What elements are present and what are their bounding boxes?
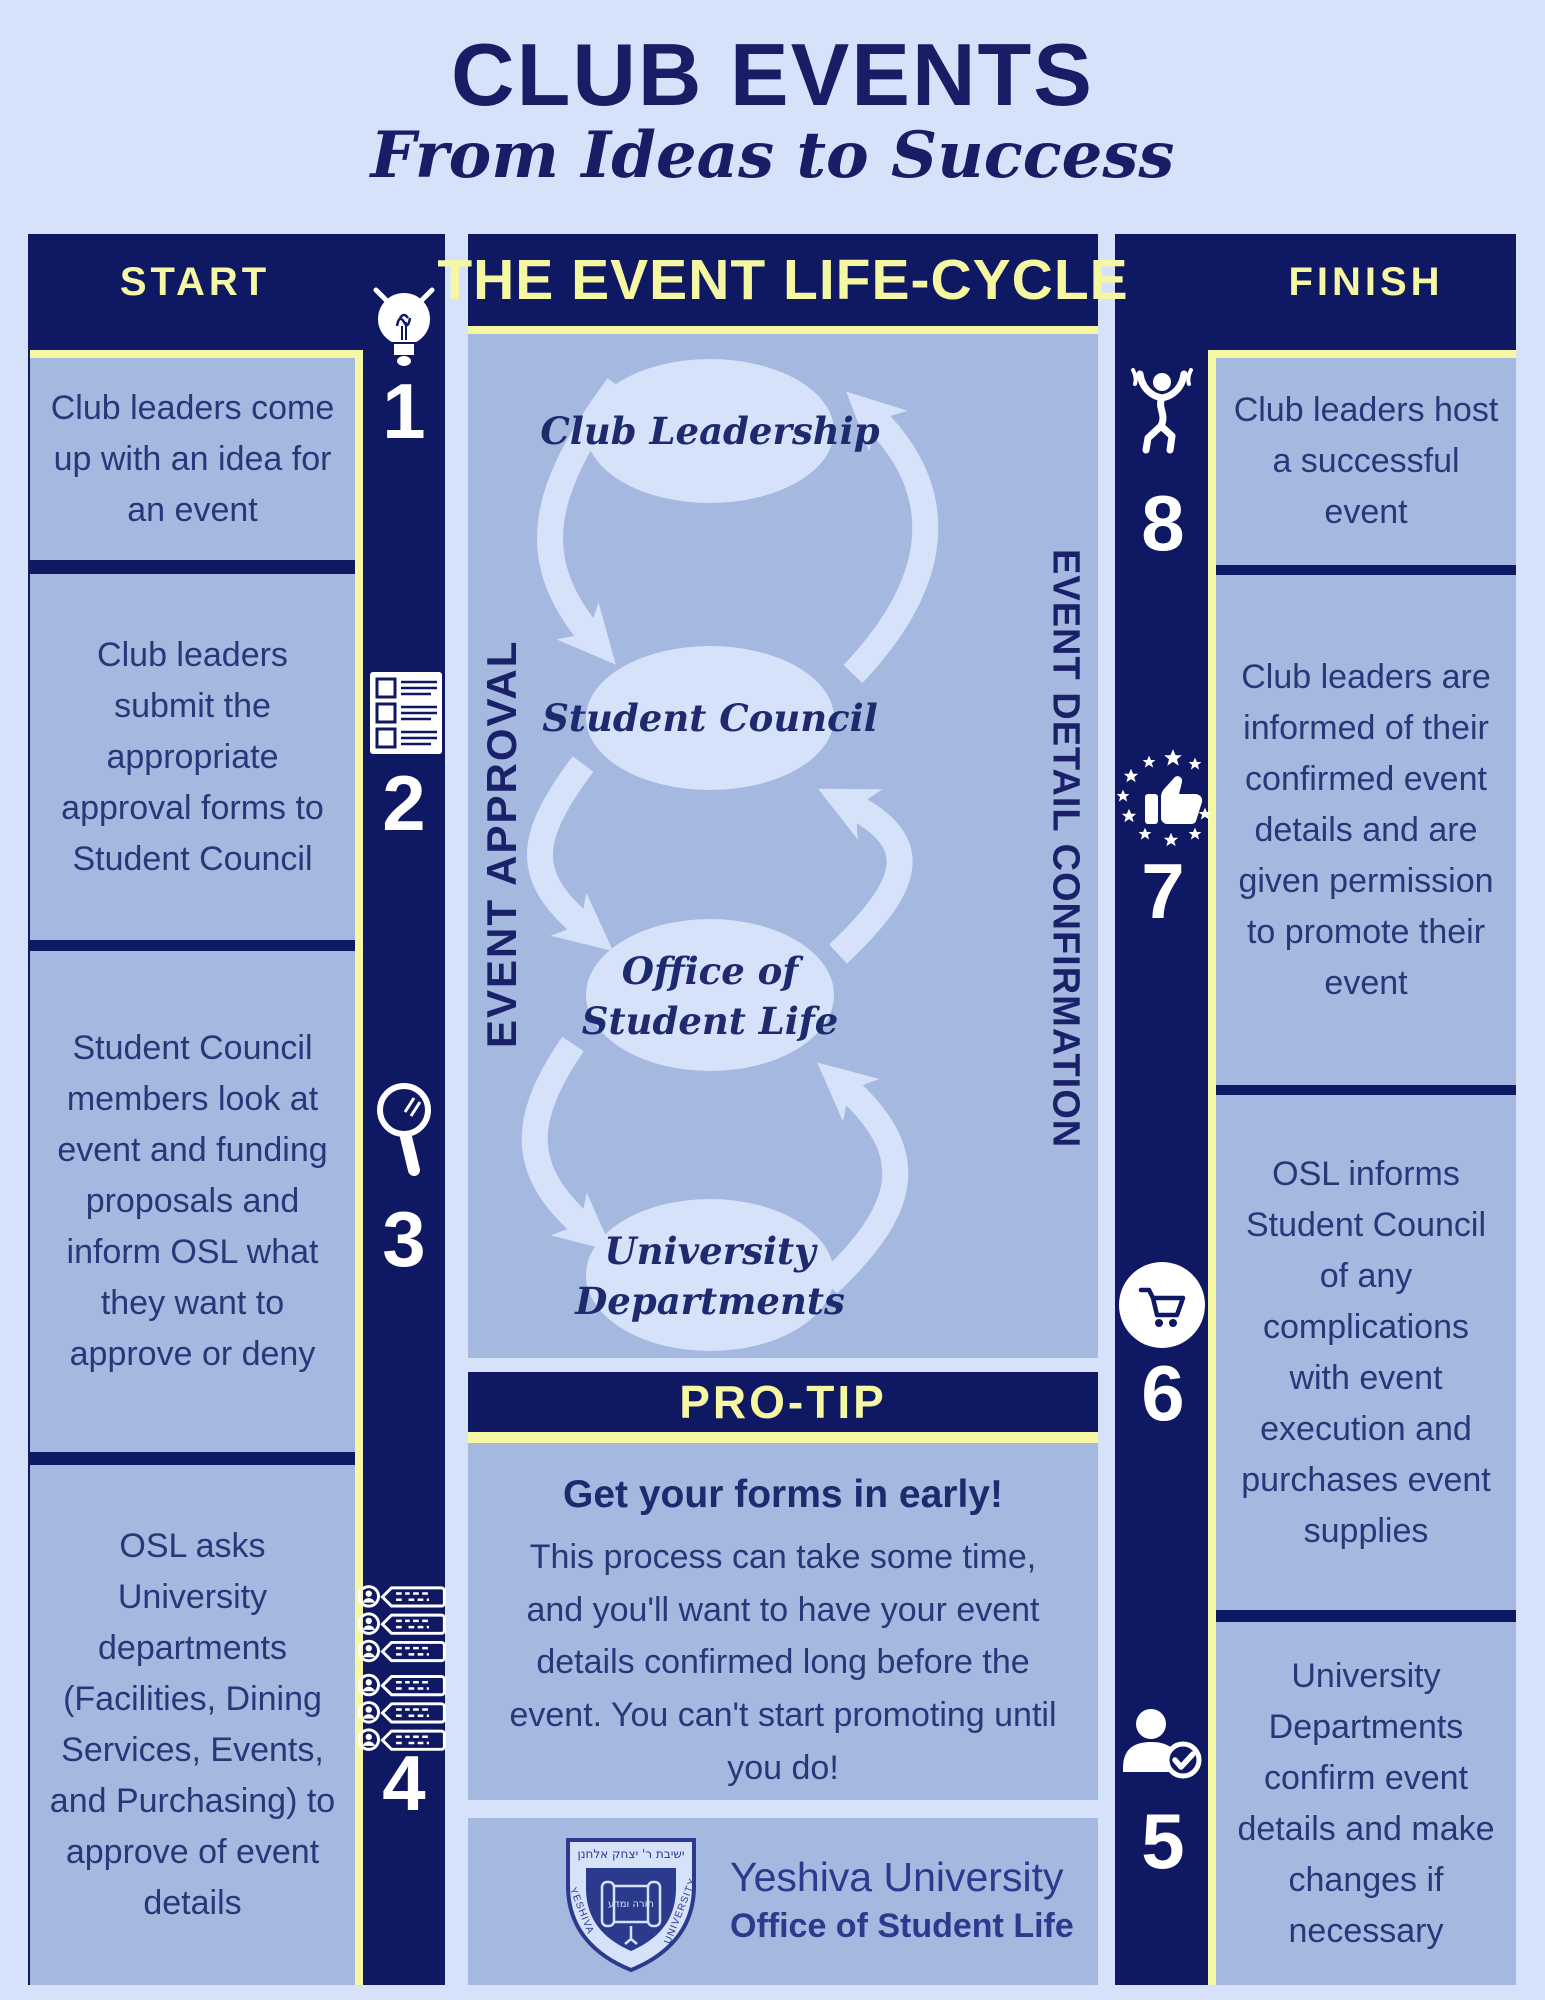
step-3-box: Student Council members look at event an… bbox=[30, 951, 355, 1452]
protip-box: Get your forms in early! This process ca… bbox=[468, 1443, 1098, 1800]
event-approval-label: EVENT APPROVAL bbox=[478, 639, 525, 1049]
step-2-number: 2 bbox=[382, 759, 426, 847]
protip-header-bar: PRO-TIP bbox=[468, 1372, 1098, 1432]
thumbs-up-stars-icon bbox=[1116, 749, 1211, 847]
node-osl-label-line1: Office of bbox=[622, 949, 805, 993]
node-departments-label-line1: University bbox=[604, 1229, 818, 1273]
person-check-icon bbox=[1123, 1709, 1202, 1779]
step-5-box: University Departments confirm event det… bbox=[1216, 1622, 1516, 1985]
finish-header: FINISH bbox=[1288, 260, 1444, 304]
node-student-council-label: Student Council bbox=[542, 696, 878, 740]
finish-steps-column: Club leaders host a successful event Clu… bbox=[1216, 350, 1516, 1985]
people-discussion-icon bbox=[358, 1585, 446, 1751]
lifecycle-diagram: Club Leadership Student Council Office o… bbox=[468, 334, 1098, 1358]
lightbulb-icon bbox=[373, 287, 435, 366]
node-osl-label-line2: Student Life bbox=[582, 999, 839, 1043]
magnifier-icon bbox=[377, 1083, 431, 1176]
node-university-departments bbox=[586, 1199, 834, 1351]
finish-panel: FINISH Club leaders host a successful ev… bbox=[1115, 234, 1516, 1985]
step-4-number: 4 bbox=[382, 1739, 426, 1827]
step-8-box: Club leaders host a successful event bbox=[1216, 358, 1516, 565]
node-club-leadership bbox=[586, 359, 834, 503]
page-subtitle: From Ideas to Success bbox=[370, 118, 1175, 193]
step-4-box: OSL asks University departments (Facilit… bbox=[30, 1465, 355, 1985]
arrow-departments-to-osl bbox=[817, 1062, 909, 1294]
step-7-number: 7 bbox=[1141, 847, 1185, 935]
node-student-council bbox=[586, 646, 834, 790]
arrow-council-to-club-up bbox=[843, 391, 939, 683]
node-club-leadership-label: Club Leadership bbox=[540, 409, 879, 453]
lifecycle-flow-svg: Club Leadership Student Council Office o… bbox=[521, 359, 939, 1351]
lifecycle-header-underline bbox=[468, 326, 1098, 335]
node-office-of-student-life bbox=[586, 919, 834, 1071]
step-7-box: Club leaders are informed of their confi… bbox=[1216, 575, 1516, 1085]
finish-yellow-divider bbox=[1208, 350, 1216, 1985]
step-6-number: 6 bbox=[1141, 1349, 1185, 1437]
footer-dept-name: Office of Student Life bbox=[730, 1907, 1074, 1945]
start-header: START bbox=[119, 260, 271, 304]
arrow-osl-to-council-up bbox=[818, 788, 913, 964]
shield-scroll-text: תורה ומדע bbox=[608, 1899, 654, 1910]
shopping-cart-icon bbox=[1119, 1262, 1205, 1348]
footer-logo-strip: ישיבת ר' יצחק אלחנן YESHIVA UNIVERSITY ת… bbox=[468, 1818, 1098, 1985]
event-detail-confirmation-label: EVENT DETAIL CONFIRMATION bbox=[1044, 549, 1087, 1149]
step-8-number: 8 bbox=[1141, 479, 1185, 567]
step-5-number: 5 bbox=[1141, 1797, 1185, 1885]
step-2-box: Club leaders submit the appropriate appr… bbox=[30, 574, 355, 940]
start-steps-column: Club leaders come up with an idea for an… bbox=[30, 350, 355, 1985]
protip-body: This process can take some time, and you… bbox=[509, 1538, 1057, 1787]
step-1-box: Club leaders come up with an idea for an… bbox=[30, 358, 355, 560]
start-panel: START Club leaders come up with an idea … bbox=[28, 234, 446, 1985]
yeshiva-university-shield-logo: ישיבת ר' יצחק אלחנן YESHIVA UNIVERSITY ת… bbox=[566, 1838, 699, 1973]
shield-hebrew-text: ישיבת ר' יצחק אלחנן bbox=[577, 1847, 684, 1861]
step-1-number: 1 bbox=[382, 367, 426, 455]
lifecycle-header-bar: THE EVENT LIFE-CYCLE bbox=[437, 234, 1128, 326]
approval-form-icon bbox=[370, 672, 442, 754]
page-title: CLUB EVENTS bbox=[451, 25, 1094, 124]
celebrating-person-icon bbox=[1131, 368, 1193, 454]
arrow-osl-to-departments bbox=[521, 1036, 613, 1252]
lifecycle-header: THE EVENT LIFE-CYCLE bbox=[437, 248, 1129, 312]
footer-org-name: Yeshiva University bbox=[730, 1854, 1064, 1900]
node-departments-label-line2: Departments bbox=[574, 1279, 845, 1323]
step-6-box: OSL informs Student Council of any compl… bbox=[1216, 1095, 1516, 1610]
arrow-council-to-osl bbox=[526, 756, 614, 952]
protip-header: PRO-TIP bbox=[679, 1376, 887, 1428]
protip-lead: Get your forms in early! bbox=[563, 1473, 1003, 1516]
protip-header-underline bbox=[468, 1432, 1098, 1443]
start-yellow-divider bbox=[355, 350, 363, 1985]
step-3-number: 3 bbox=[382, 1195, 426, 1283]
